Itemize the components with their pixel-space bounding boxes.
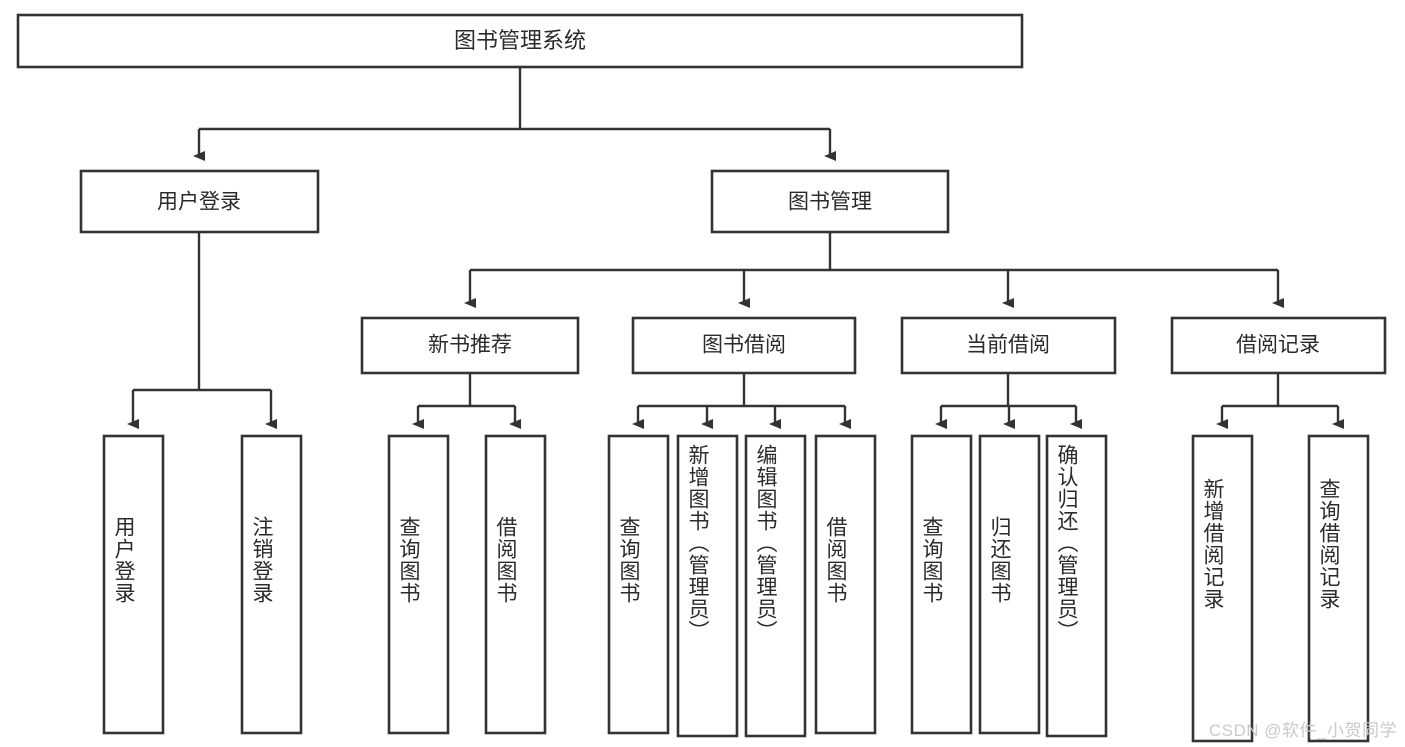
node-box-current-borrow[interactable] (900, 316, 1117, 375)
node-box-book-manage[interactable] (710, 169, 950, 234)
node-label-book-manage: 图书管理 (788, 191, 872, 214)
node-box-leaf-query-book-2[interactable] (607, 434, 670, 735)
node-box-leaf-edit-book[interactable] (744, 434, 807, 738)
node-box-leaf-user-login[interactable] (102, 434, 165, 735)
node-box-leaf-return-book[interactable] (978, 434, 1041, 735)
node-box-leaf-query-book-1[interactable] (387, 434, 450, 735)
node-label-new-book-recommend: 新书推荐 (428, 334, 512, 357)
node-label-user-login: 用户登录 (157, 191, 241, 214)
node-box-leaf-user-logout[interactable] (240, 434, 303, 735)
node-label-borrow-record: 借阅记录 (1236, 334, 1320, 357)
node-box-book-borrow[interactable] (631, 316, 857, 375)
node-label-current-borrow: 当前借阅 (966, 334, 1050, 357)
node-box-leaf-confirm-return[interactable] (1045, 434, 1108, 738)
node-label-book-borrow: 图书借阅 (702, 334, 786, 357)
node-box-leaf-add-book[interactable] (676, 434, 739, 738)
node-box-leaf-query-borrow-record[interactable] (1307, 434, 1370, 743)
node-box-leaf-query-book-3[interactable] (910, 434, 973, 735)
node-label-root: 图书管理系统 (454, 28, 586, 53)
node-box-leaf-borrow-book-2[interactable] (814, 434, 877, 735)
node-box-root[interactable] (16, 13, 1024, 69)
watermark-text: CSDN @软件_小贺同学 (1208, 721, 1397, 740)
node-box-new-book-recommend[interactable] (360, 316, 580, 375)
node-box-borrow-record[interactable] (1170, 316, 1387, 375)
node-box-leaf-borrow-book-1[interactable] (484, 434, 547, 735)
node-box-leaf-add-borrow-record[interactable] (1191, 434, 1254, 743)
